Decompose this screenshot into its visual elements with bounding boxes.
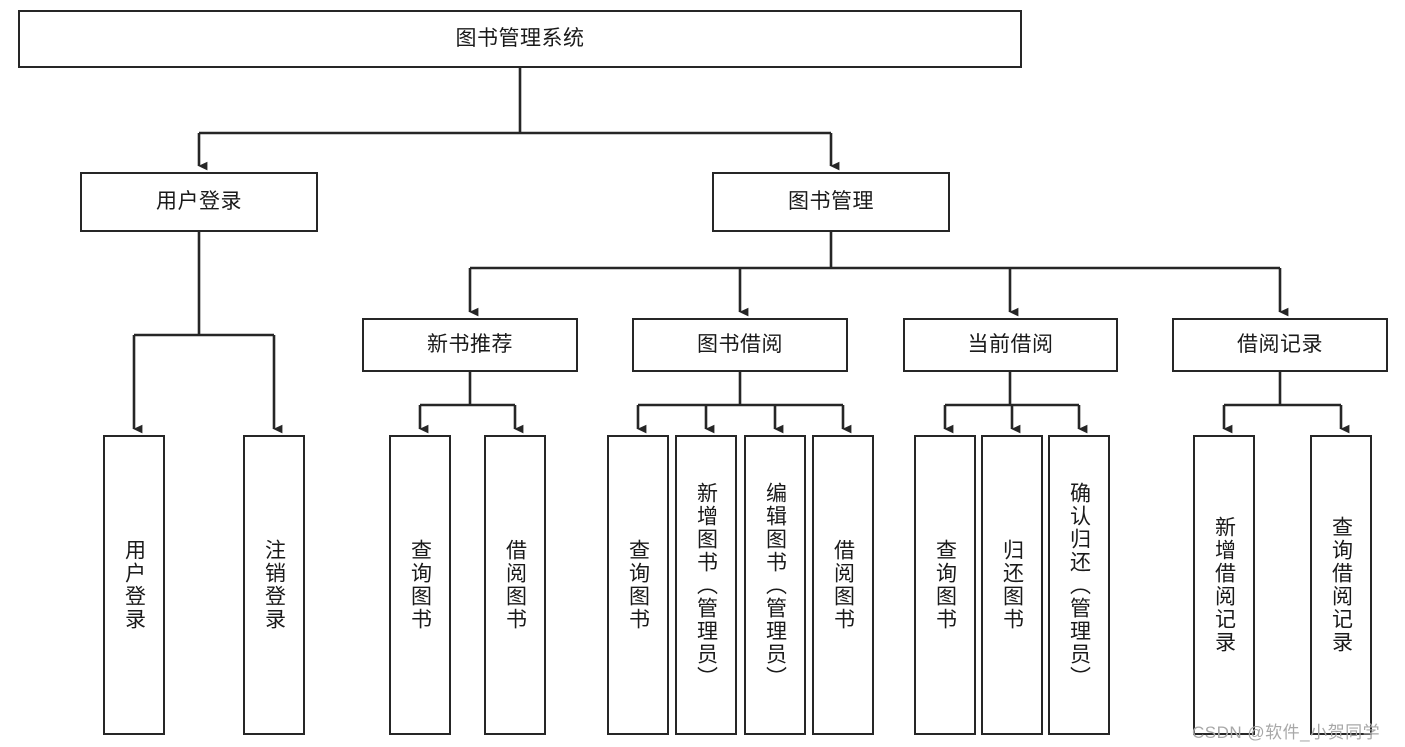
leaf-logout-label: 注销登录 [262, 539, 286, 631]
node-book-management[interactable]: 图书管理 [712, 172, 950, 232]
leaf-edit-book-admin-label: 编辑图书（管理员） [763, 481, 787, 689]
leaf-add-borrow-record[interactable]: 新增借阅记录 [1193, 435, 1255, 735]
leaf-confirm-return-admin-label: 确认归还（管理员） [1067, 481, 1091, 689]
leaf-borrow-book-recommend[interactable]: 借阅图书 [484, 435, 546, 735]
leaf-user-login-label: 用户登录 [122, 539, 146, 631]
leaf-logout[interactable]: 注销登录 [243, 435, 305, 735]
leaf-confirm-return-admin[interactable]: 确认归还（管理员） [1048, 435, 1110, 735]
node-new-book-recommend[interactable]: 新书推荐 [362, 318, 578, 372]
leaf-query-book-recommend-label: 查询图书 [408, 539, 432, 631]
leaf-query-borrow-record[interactable]: 查询借阅记录 [1310, 435, 1372, 735]
node-book-borrow[interactable]: 图书借阅 [632, 318, 848, 372]
csdn-watermark: CSDN @软件_小贺同学 [1192, 723, 1381, 742]
leaf-query-book-current[interactable]: 查询图书 [914, 435, 976, 735]
node-root-label: 图书管理系统 [455, 27, 585, 51]
leaf-edit-book-admin[interactable]: 编辑图书（管理员） [744, 435, 806, 735]
leaf-return-book-label: 归还图书 [1000, 539, 1024, 631]
leaf-borrow-book[interactable]: 借阅图书 [812, 435, 874, 735]
leaf-add-borrow-record-label: 新增借阅记录 [1212, 516, 1236, 654]
leaf-borrow-book-label: 借阅图书 [831, 539, 855, 631]
leaf-query-book-recommend[interactable]: 查询图书 [389, 435, 451, 735]
leaf-return-book[interactable]: 归还图书 [981, 435, 1043, 735]
leaf-borrow-book-recommend-label: 借阅图书 [503, 539, 527, 631]
node-user-login[interactable]: 用户登录 [80, 172, 318, 232]
leaf-query-borrow-record-label: 查询借阅记录 [1329, 516, 1353, 654]
leaf-query-book-borrow[interactable]: 查询图书 [607, 435, 669, 735]
node-book-borrow-label: 图书借阅 [697, 333, 783, 357]
leaf-add-book-admin[interactable]: 新增图书（管理员） [675, 435, 737, 735]
leaf-query-book-current-label: 查询图书 [933, 539, 957, 631]
node-current-borrow[interactable]: 当前借阅 [903, 318, 1118, 372]
leaf-add-book-admin-label: 新增图书（管理员） [694, 481, 718, 689]
node-book-management-label: 图书管理 [788, 190, 874, 214]
node-current-borrow-label: 当前借阅 [967, 333, 1054, 357]
node-new-book-recommend-label: 新书推荐 [427, 333, 513, 357]
leaf-user-login[interactable]: 用户登录 [103, 435, 165, 735]
node-borrow-record[interactable]: 借阅记录 [1172, 318, 1388, 372]
node-user-login-label: 用户登录 [156, 190, 242, 214]
node-root[interactable]: 图书管理系统 [18, 10, 1022, 68]
node-borrow-record-label: 借阅记录 [1237, 333, 1323, 357]
leaf-query-book-borrow-label: 查询图书 [626, 539, 650, 631]
